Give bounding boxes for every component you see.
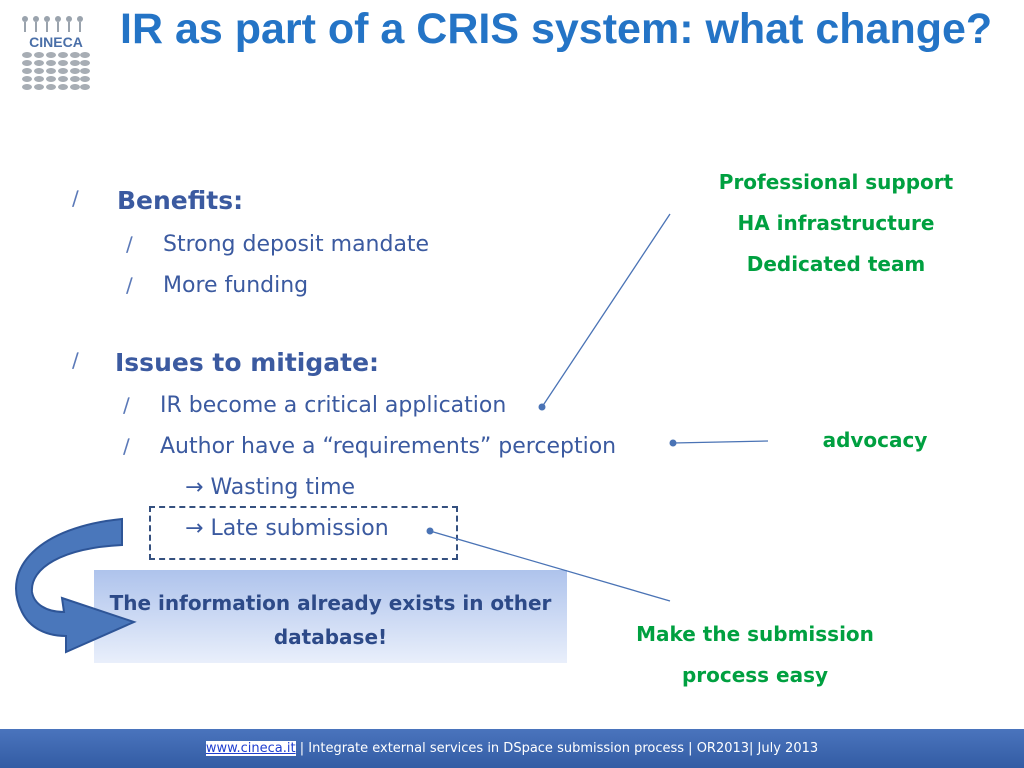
- footer-caption: | Integrate external services in DSpace …: [295, 741, 819, 756]
- issue-item: IR become a critical application: [160, 393, 507, 418]
- bullet-marker: ∕: [72, 186, 79, 210]
- sub-item-label: Wasting time: [210, 475, 356, 500]
- support-line: Professional support: [718, 170, 954, 194]
- callout-text: The information already exists in other …: [109, 591, 552, 649]
- issue-item: Author have a “requirements” perception: [160, 434, 617, 459]
- arrow-right-icon: →: [185, 475, 204, 500]
- connector-dot: [538, 403, 546, 411]
- footer-text: www.cineca.it | Integrate external servi…: [0, 741, 1024, 756]
- footer-link[interactable]: www.cineca.it: [205, 741, 296, 756]
- logo-icon: CINECA: [22, 16, 90, 90]
- cineca-logo: CINECA: [20, 14, 92, 94]
- highlight-box: [149, 506, 458, 560]
- support-line: Dedicated team: [746, 252, 926, 276]
- bullet-marker: ∕: [126, 273, 133, 297]
- easy-line: process easy: [681, 663, 829, 687]
- benefit-item: More funding: [163, 273, 309, 298]
- logo-text: CINECA: [29, 34, 83, 50]
- callout-box: The information already exists in other …: [94, 570, 567, 663]
- connector-line: [672, 440, 769, 444]
- connector-line: [429, 530, 671, 602]
- bullet-marker: ∕: [72, 348, 79, 372]
- sub-item: → Wasting time: [185, 475, 355, 500]
- bullet-marker: ∕: [123, 393, 130, 417]
- heading-issues: Issues to mitigate:: [115, 348, 380, 377]
- arrow-right-icon: →: [185, 516, 204, 541]
- connector-dot: [669, 439, 677, 447]
- connector-line: [541, 213, 671, 408]
- bullet-marker: ∕: [126, 232, 133, 256]
- sub-item-label: Late submission: [210, 516, 389, 541]
- connector-dot: [426, 527, 434, 535]
- easy-line: Make the submission: [636, 622, 874, 646]
- advocacy-note: advocacy: [822, 428, 928, 452]
- support-line: HA infrastructure: [737, 211, 935, 235]
- heading-benefits: Benefits:: [117, 186, 244, 215]
- support-note: Professional support HA infrastructure D…: [696, 162, 976, 285]
- sub-item: → Late submission: [185, 516, 389, 541]
- slide-title: IR as part of a CRIS system: what change…: [120, 5, 993, 53]
- easy-note: Make the submission process easy: [610, 614, 900, 696]
- bullet-marker: ∕: [123, 434, 130, 458]
- curved-arrow-icon: [15, 517, 137, 654]
- footer-bar: www.cineca.it | Integrate external servi…: [0, 729, 1024, 768]
- benefit-item: Strong deposit mandate: [163, 232, 430, 257]
